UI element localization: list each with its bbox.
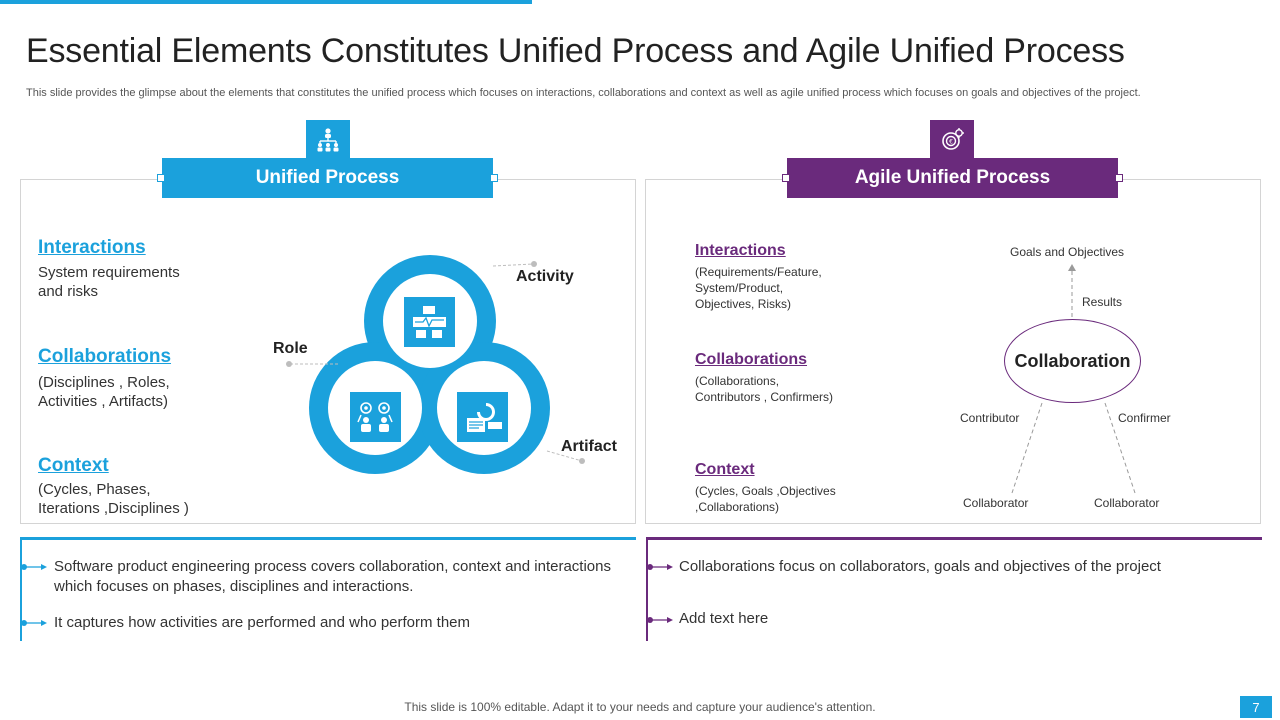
- unified-process-header: Unified Process: [162, 158, 493, 198]
- left-interactions-heading[interactable]: Interactions: [38, 237, 146, 258]
- right-interactions-text: (Requirements/Feature,System/Product,Obj…: [695, 265, 822, 311]
- results-label: Results: [1082, 295, 1123, 309]
- bullet-arrow-icon: [647, 617, 673, 623]
- left-context-heading[interactable]: Context: [38, 455, 109, 476]
- page-number: 7: [1240, 696, 1272, 718]
- contributor-label: Contributor: [960, 411, 1020, 425]
- svg-text:€: €: [949, 138, 953, 145]
- left-bullet-1: Software product engineering process cov…: [54, 558, 611, 595]
- resize-handle: [782, 174, 790, 182]
- bullet-arrow-icon: [647, 564, 673, 570]
- unified-process-panel: [20, 179, 636, 524]
- org-chart-icon: [306, 120, 350, 159]
- right-bullet-2[interactable]: Add text here: [679, 610, 769, 627]
- team-gears-icon: [350, 392, 401, 442]
- agile-unified-process-header: Agile Unified Process: [787, 158, 1118, 198]
- gear-target-icon: €: [930, 120, 974, 159]
- footer-note: This slide is 100% editable. Adapt it to…: [404, 700, 876, 714]
- bullet-arrow-icon: [21, 620, 47, 626]
- artifact-label: Artifact: [561, 438, 618, 455]
- right-context-heading[interactable]: Context: [695, 461, 755, 478]
- confirmer-label: Confirmer: [1118, 411, 1171, 425]
- left-bullet-2: It captures how activities are performed…: [54, 614, 471, 631]
- left-collaborations-heading[interactable]: Collaborations: [38, 346, 172, 367]
- right-collaborations-text: (Collaborations,Contributors , Confirmer…: [695, 374, 834, 404]
- bullet-arrow-icon: [21, 564, 47, 570]
- activity-label: Activity: [516, 268, 574, 285]
- collaborator-right-label: Collaborator: [1094, 496, 1160, 510]
- right-bullet-1: Collaborations focus on collaborators, g…: [679, 558, 1161, 575]
- top-accent-bar: [0, 0, 532, 4]
- left-context-text: (Cycles, Phases,Iterations ,Disciplines …: [38, 481, 189, 517]
- collaboration-diagram: [1011, 264, 1136, 494]
- collaborator-left-label: Collaborator: [963, 496, 1029, 510]
- collaboration-node: Collaboration: [1004, 319, 1141, 403]
- resize-handle: [1115, 174, 1123, 182]
- role-label: Role: [273, 340, 308, 357]
- resize-handle: [157, 174, 165, 182]
- page-subtitle: This slide provides the glimpse about th…: [26, 87, 1141, 99]
- unified-process-notes: [20, 537, 636, 641]
- right-interactions-heading[interactable]: Interactions: [695, 242, 786, 259]
- resize-handle: [490, 174, 498, 182]
- goals-objectives-label: Goals and Objectives: [1010, 245, 1125, 259]
- right-collaborations-heading[interactable]: Collaborations: [695, 351, 808, 368]
- agile-unified-process-panel: [645, 179, 1261, 524]
- page-title: Essential Elements Constitutes Unified P…: [26, 32, 1125, 70]
- left-collaborations-text: (Disciplines , Roles,Activities , Artifa…: [38, 374, 170, 410]
- right-context-text: (Cycles, Goals ,Objectives,Collaboration…: [695, 484, 836, 514]
- agile-process-notes: [646, 537, 1262, 641]
- trefoil-diagram: [286, 255, 585, 474]
